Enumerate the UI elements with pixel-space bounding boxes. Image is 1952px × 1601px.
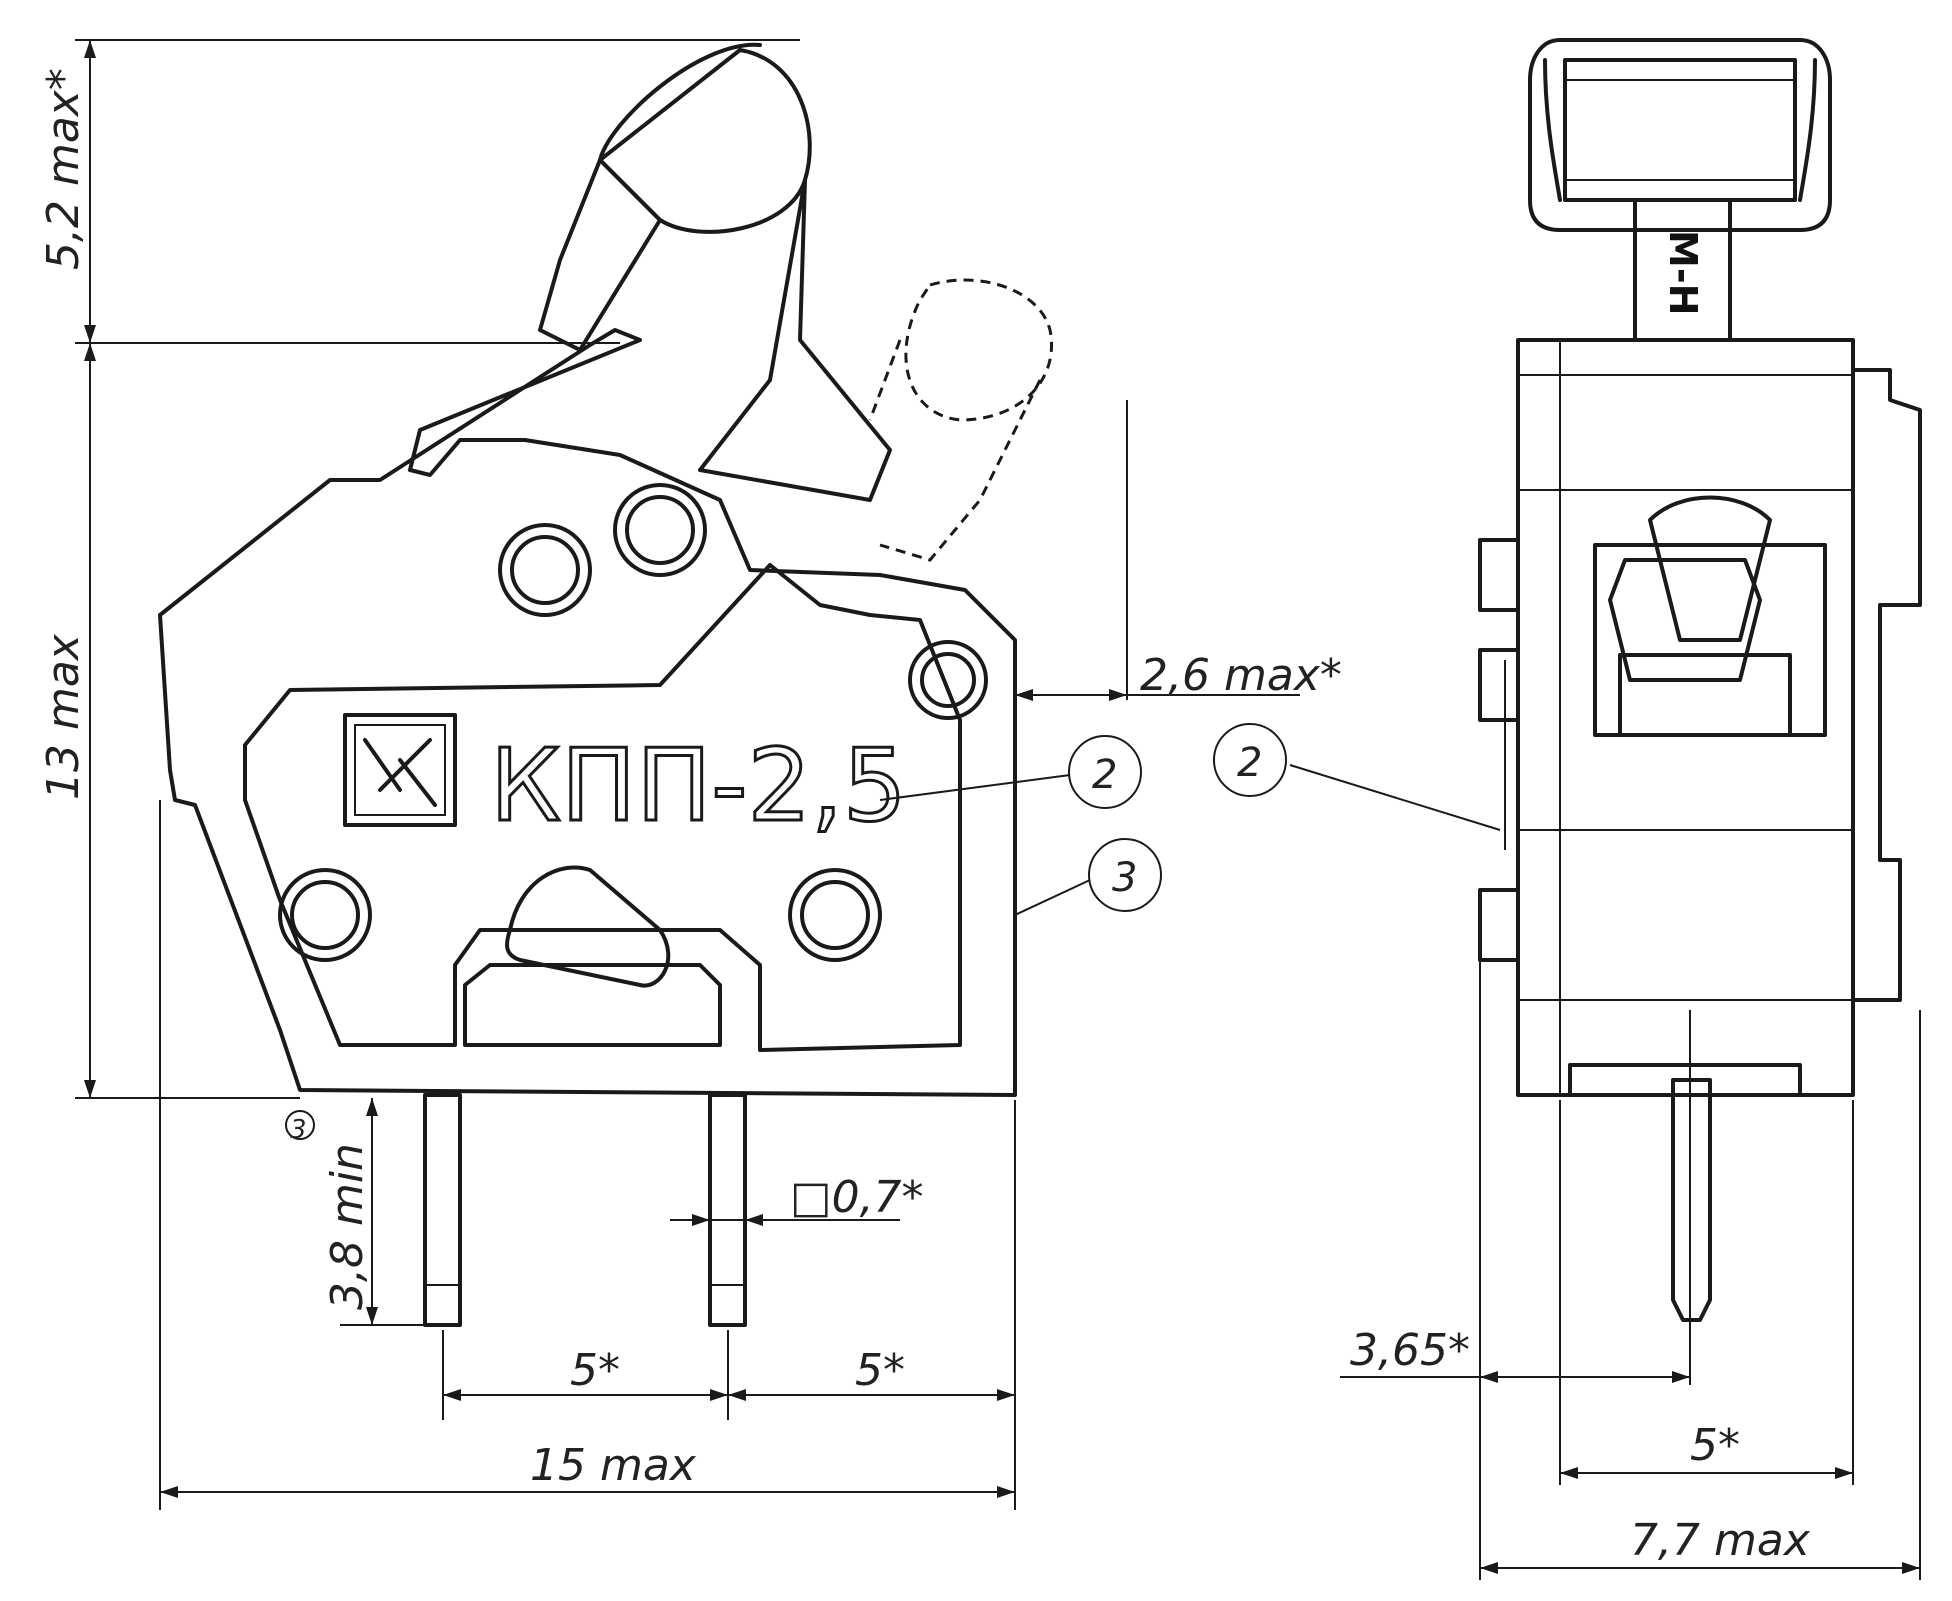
dim-lever-height: 5,2 max* [38, 68, 89, 270]
dim-pitch-left: 5* [570, 1345, 620, 1396]
dim-pin-size: □0,7* [790, 1172, 924, 1223]
callout-side-2: 2 [1213, 723, 1501, 831]
manufacturer-logo [343, 713, 457, 827]
dim-side-pitch: 5* [1690, 1420, 1740, 1471]
dim-body-height: 13 max [38, 633, 89, 800]
body-outline [158, 328, 1017, 1097]
pins-front [423, 1093, 747, 1327]
dim-lever-offset: 2,6 max* [1140, 650, 1342, 701]
dim-pin-note: 3 [290, 1115, 307, 1145]
side-pin [1671, 1078, 1712, 1322]
callout-front-2: 2 [879, 735, 1142, 809]
dim-pin-length: 3,8 min [322, 1143, 373, 1310]
side-view: M-H [1213, 38, 1922, 1580]
inner-panel [243, 563, 962, 1052]
lever-marking: M-H [1661, 230, 1705, 315]
model-label: КПП-2,5 [490, 727, 907, 844]
lever-dashed [868, 278, 1053, 562]
dim-pitch-right: 5* [855, 1345, 905, 1396]
dim-side-total-width: 7,7 max [1630, 1515, 1811, 1566]
front-view: КПП-2,5 [38, 39, 1342, 1510]
dimensions-side [1340, 960, 1921, 1580]
pin-window [463, 963, 722, 1047]
lever-solid [538, 42, 892, 502]
side-body [1478, 338, 1922, 1097]
dim-total-width: 15 max [530, 1440, 697, 1491]
svg-text:2: 2 [1092, 752, 1117, 798]
dimensions-front [75, 39, 1300, 1510]
callout-front-3: 3 [1014, 838, 1162, 916]
actuator [505, 865, 671, 988]
dim-pin-offset: 3,65* [1350, 1325, 1470, 1376]
svg-text:3: 3 [1112, 855, 1137, 901]
mounting-holes [278, 483, 988, 962]
svg-text:2: 2 [1237, 740, 1262, 786]
